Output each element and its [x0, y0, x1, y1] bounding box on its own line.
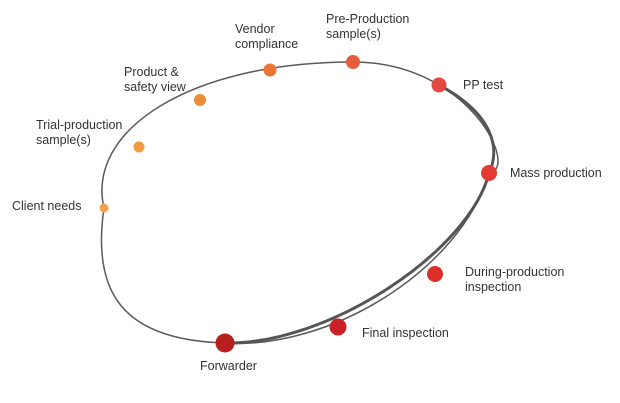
- step-node-3: [194, 94, 206, 106]
- step-node-1: [99, 203, 109, 213]
- step-label-line: PP test: [463, 78, 504, 92]
- step-label-line: safety view: [124, 80, 187, 94]
- step-label-line: During-production: [465, 265, 564, 279]
- step-label-line: compliance: [235, 37, 298, 51]
- step-node-2: [133, 141, 145, 153]
- step-node-9: [329, 318, 347, 336]
- step-label-line: Pre-Production: [326, 12, 409, 26]
- cycle-loop: [100, 61, 499, 345]
- cycle-loop-thick: [224, 83, 496, 345]
- step-node-8: [427, 266, 443, 282]
- step-label-line: sample(s): [326, 27, 381, 41]
- step-node-7: [481, 165, 497, 181]
- step-label-line: sample(s): [36, 133, 91, 147]
- step-label-line: Vendor: [235, 22, 275, 36]
- step-node-5: [346, 55, 360, 69]
- step-label-line: inspection: [465, 280, 521, 294]
- step-label-line: Final inspection: [362, 326, 449, 340]
- step-label-line: Product &: [124, 65, 180, 79]
- step-label-line: Trial-production: [36, 118, 122, 132]
- step-node-4: [263, 63, 277, 77]
- step-node-10: [215, 333, 235, 353]
- step-label-3: Product &safety view: [124, 65, 187, 94]
- step-label-9: Final inspection: [362, 326, 449, 340]
- step-label-line: Mass production: [510, 166, 602, 180]
- step-node-6: [431, 77, 447, 93]
- step-label-line: Client needs: [12, 199, 82, 213]
- step-label-10: Forwarder: [200, 359, 257, 373]
- step-label-7: Mass production: [510, 166, 602, 180]
- step-label-line: Forwarder: [200, 359, 257, 373]
- step-label-6: PP test: [463, 78, 504, 92]
- step-label-1: Client needs: [12, 199, 82, 213]
